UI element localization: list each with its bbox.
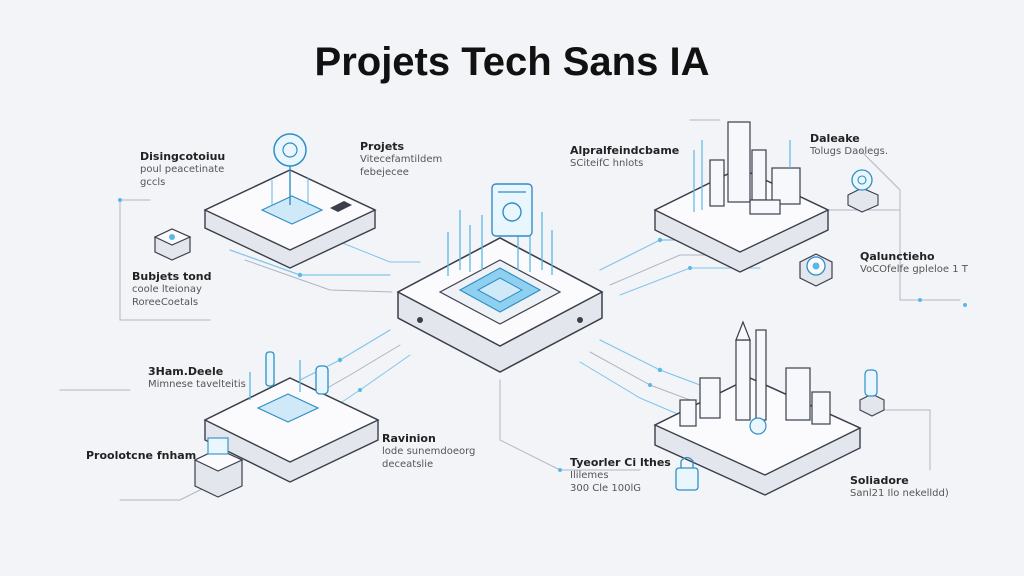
compass-icon bbox=[271, 133, 309, 205]
label-subtitle: febejecee bbox=[360, 167, 409, 178]
label-title: Tyeorler Ci lthes bbox=[570, 456, 671, 469]
label-title: Ravinion bbox=[382, 432, 436, 445]
label-title: Soliadore bbox=[850, 474, 909, 487]
padlock-icon bbox=[675, 456, 699, 491]
label-subtitle: Sanl21 Ilo nekelldd) bbox=[850, 488, 949, 499]
label-top-right: Daleake Tolugs Daolegs. bbox=[810, 132, 888, 158]
skyline-icon bbox=[679, 320, 831, 435]
center-platform bbox=[396, 237, 604, 373]
gear-icon bbox=[799, 253, 833, 287]
label-subtitle: 300 Cle 100lG bbox=[570, 483, 641, 494]
lab-tubes-icon bbox=[249, 351, 329, 400]
label-bottom-mid: Tyeorler Ci lthes Ililemes 300 Cle 100lG bbox=[570, 456, 671, 495]
platform-bottom-left bbox=[203, 377, 380, 483]
label-subtitle: gccls bbox=[140, 177, 166, 188]
label-bottom-center: Ravinion lode sunemdoeorg deceatslie bbox=[382, 432, 475, 471]
lock-icon bbox=[847, 169, 879, 213]
label-title: Projets bbox=[360, 140, 405, 153]
label-title: Proolotcne fnham bbox=[86, 449, 197, 462]
label-center-top: Alpralfeindcbame SCiteifC hnlots bbox=[570, 144, 679, 170]
label-title: 3Ham.Deele bbox=[148, 365, 224, 378]
label-bottom-left: 3Ham.Deele Mimnese tavelteitis bbox=[148, 365, 246, 391]
printer-icon bbox=[193, 437, 244, 498]
label-subtitle: SCiteifC hnlots bbox=[570, 158, 644, 169]
label-right-mid: Qalunctieho VoCOfelfe gpleloe 1 T bbox=[860, 250, 968, 276]
label-bottom-left-2: Proolotcne fnham bbox=[86, 449, 196, 462]
label-subtitle: poul peacetinate bbox=[140, 164, 225, 175]
label-subtitle: lode sunemdoeorg bbox=[382, 446, 476, 457]
label-subtitle: VoCOfelfe gpleloe 1 T bbox=[860, 264, 968, 275]
label-subtitle: Mimnese tavelteitis bbox=[148, 379, 246, 390]
platform-top-left bbox=[203, 169, 377, 269]
label-top-left: Disingcotoiuu poul peacetinate gccls bbox=[140, 150, 225, 189]
server-block-icon bbox=[153, 228, 192, 261]
page-title: Projets Tech Sans IA bbox=[314, 40, 710, 84]
label-title: Disingcotoiuu bbox=[140, 150, 226, 163]
label-subtitle: RoreeCoetals bbox=[132, 297, 199, 308]
city-buildings-icon bbox=[693, 121, 801, 215]
robot-arm-icon bbox=[859, 369, 885, 417]
label-title: Bubjets tond bbox=[132, 270, 212, 283]
center-data-streams bbox=[447, 210, 553, 276]
label-subtitle: deceatslie bbox=[382, 459, 434, 470]
label-subtitle: coole lteionay bbox=[132, 284, 202, 295]
label-title: Qalunctieho bbox=[860, 250, 935, 263]
label-subtitle: Ililemes bbox=[570, 470, 609, 481]
label-top-left-2: Projets Vitecefamtildem febejecee bbox=[360, 140, 442, 179]
label-subtitle: Tolugs Daolegs. bbox=[810, 146, 888, 157]
label-title: Daleake bbox=[810, 132, 860, 145]
label-title: Alpralfeindcbame bbox=[570, 144, 680, 157]
label-bottom-right: Soliadore Sanl21 Ilo nekelldd) bbox=[850, 474, 949, 500]
document-card-icon bbox=[491, 183, 533, 237]
label-mid-left: Bubjets tond coole lteionay RoreeCoetals bbox=[132, 270, 211, 309]
label-subtitle: Vitecefamtildem bbox=[360, 154, 443, 165]
